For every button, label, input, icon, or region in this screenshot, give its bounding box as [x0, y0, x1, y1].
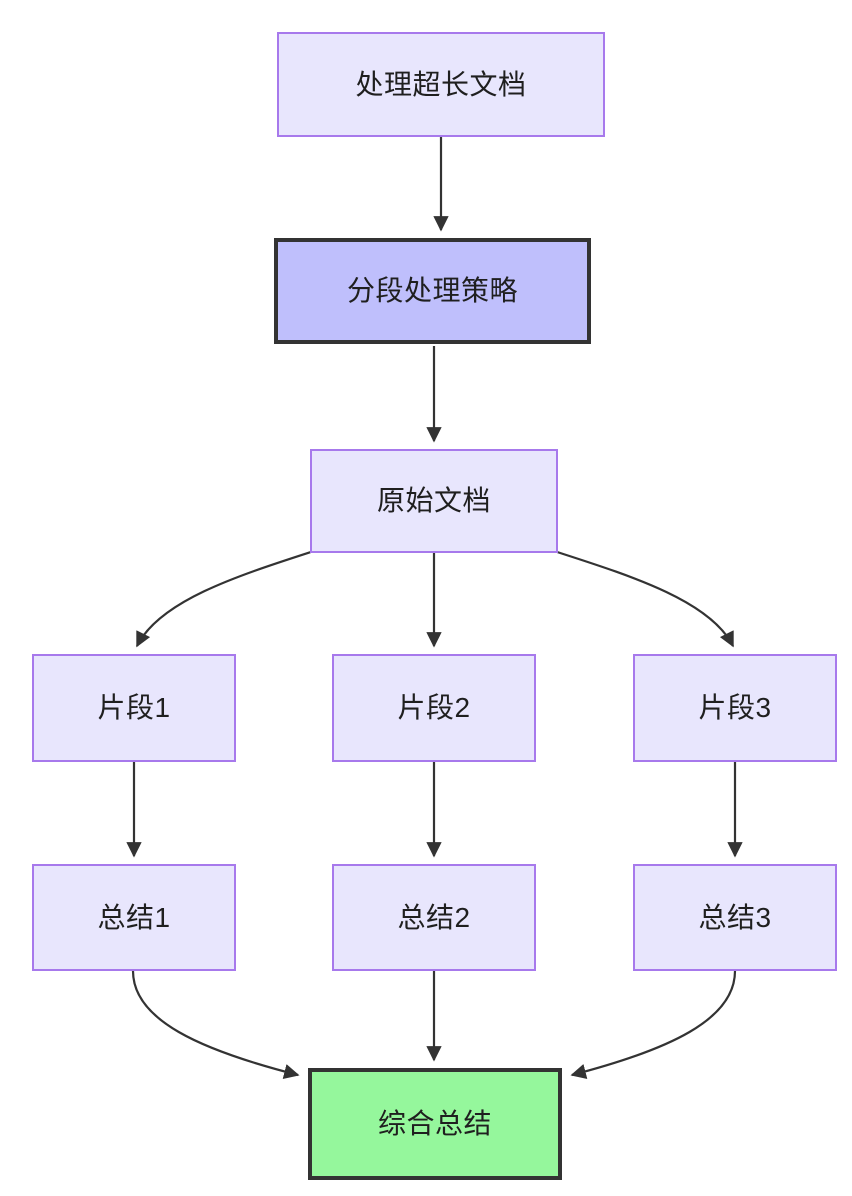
node-label: 总结1 — [97, 901, 171, 933]
node-summary-2[interactable]: 总结2 — [332, 864, 536, 971]
node-process-long-document[interactable]: 处理超长文档 — [277, 32, 605, 137]
edge-n3-n4 — [136, 549, 315, 648]
node-label: 原始文档 — [376, 485, 491, 517]
node-fragment-1[interactable]: 片段1 — [32, 654, 236, 762]
node-label: 片段2 — [397, 692, 471, 724]
node-label: 片段3 — [698, 692, 772, 724]
node-label: 总结2 — [397, 901, 471, 933]
node-final-summary[interactable]: 综合总结 — [308, 1068, 562, 1180]
node-label: 分段处理策略 — [346, 275, 518, 307]
node-label: 总结3 — [698, 901, 772, 933]
node-fragment-2[interactable]: 片段2 — [332, 654, 536, 762]
node-label: 处理超长文档 — [355, 68, 527, 100]
node-chunking-strategy[interactable]: 分段处理策略 — [274, 238, 591, 344]
node-summary-1[interactable]: 总结1 — [32, 864, 236, 971]
edge-n9-n10 — [570, 970, 737, 1079]
node-label: 片段1 — [97, 692, 171, 724]
edge-n3-n6 — [553, 549, 734, 648]
node-original-document[interactable]: 原始文档 — [310, 449, 558, 553]
edge-n7-n10 — [131, 970, 300, 1080]
node-fragment-3[interactable]: 片段3 — [633, 654, 837, 762]
node-summary-3[interactable]: 总结3 — [633, 864, 837, 971]
node-label: 综合总结 — [377, 1108, 492, 1140]
